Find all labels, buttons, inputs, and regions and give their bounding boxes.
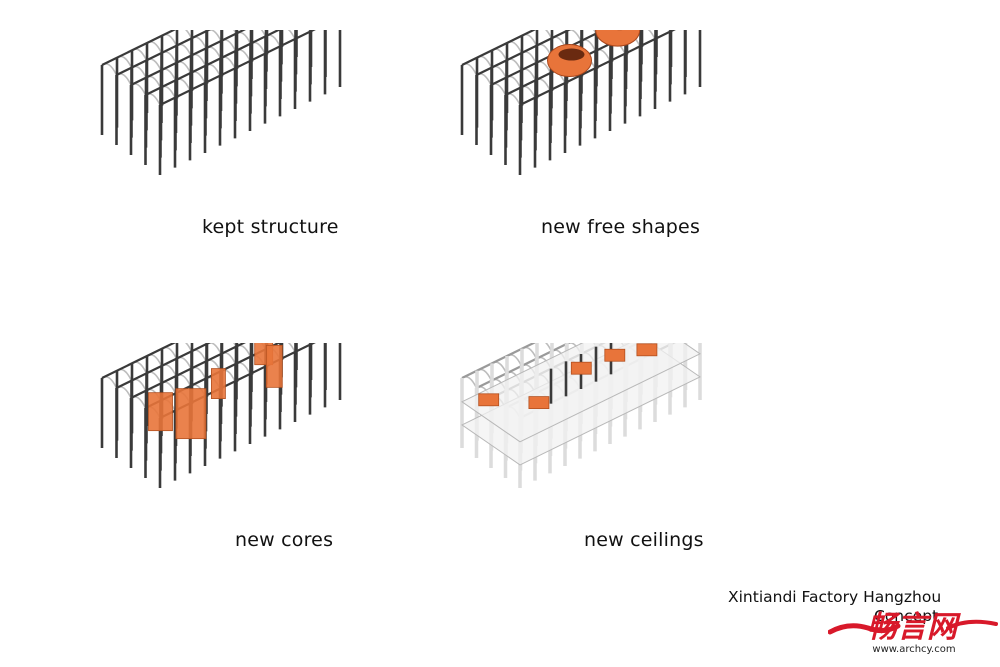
core-block	[266, 345, 282, 387]
roof-arch	[192, 350, 207, 361]
core-block	[176, 389, 206, 439]
roof-arch	[117, 387, 132, 398]
free-shape-opening	[559, 49, 585, 61]
roof-arch	[522, 34, 537, 45]
roof-arch	[192, 37, 207, 48]
roof-arch	[177, 343, 192, 351]
ceiling-pod	[479, 394, 499, 406]
roof-arch	[147, 59, 162, 70]
roof-arch	[147, 355, 162, 366]
roof-arch	[507, 355, 522, 366]
core-block	[149, 393, 173, 431]
roof-arch	[207, 30, 222, 41]
roof-arch	[132, 362, 147, 373]
structural-frame	[102, 30, 340, 175]
roof-arch	[462, 64, 477, 75]
ceiling-pod	[571, 362, 591, 374]
roof-arch	[117, 369, 132, 380]
roof-arch	[492, 49, 507, 60]
roof-arch	[102, 64, 117, 75]
roof-arch	[162, 34, 177, 45]
ceiling-pod	[529, 397, 549, 409]
ceiling-pod	[605, 349, 625, 361]
roof-arch	[507, 42, 522, 53]
roof-arch	[222, 30, 237, 34]
new-ceilings-drawing	[440, 343, 710, 538]
roof-arch	[132, 379, 147, 390]
roof-arch	[102, 377, 117, 388]
kept-structure-drawing	[80, 30, 350, 225]
roof-arch	[132, 66, 147, 77]
free-shape-pod	[596, 30, 640, 46]
roof-arch	[177, 44, 192, 55]
diagram-new-cores	[80, 343, 350, 538]
roof-arch	[522, 347, 537, 358]
roof-arch	[162, 347, 177, 358]
roof-arch	[162, 52, 177, 63]
diagram-new-free-shapes	[440, 30, 710, 225]
roof-arch	[117, 74, 132, 85]
structural-frame	[102, 343, 340, 488]
roof-arch	[162, 365, 177, 376]
roof-arch	[477, 56, 492, 67]
roof-arch	[147, 372, 162, 383]
watermark-brand: 畅言网	[828, 602, 996, 646]
roof-arch	[567, 30, 582, 41]
roof-arch	[462, 377, 477, 388]
roof-arch	[117, 56, 132, 67]
caption-new-cores: new cores	[235, 529, 333, 551]
roof-arch	[507, 59, 522, 70]
watermark-logo: 畅言网 www.archcy.com	[828, 602, 1000, 664]
caption-new-ceilings: new ceilings	[584, 529, 704, 551]
roof-arch	[177, 357, 192, 368]
roof-arch	[477, 74, 492, 85]
roof-arch	[492, 66, 507, 77]
roof-arch	[147, 42, 162, 53]
new-cores-drawing	[80, 343, 350, 538]
roof-arch	[582, 30, 597, 34]
roof-arch	[177, 30, 192, 38]
roof-arch	[132, 49, 147, 60]
roof-arch	[477, 369, 492, 380]
roof-arch	[222, 343, 237, 347]
watermark-url: www.archcy.com	[828, 644, 1000, 655]
core-block	[211, 369, 225, 399]
roof-arch	[537, 343, 552, 351]
caption-kept-structure: kept structure	[202, 216, 339, 238]
roof-arch	[537, 30, 552, 38]
roof-arch	[522, 52, 537, 63]
roof-arch	[207, 343, 222, 354]
roof-arch	[492, 362, 507, 373]
diagram-kept-structure	[80, 30, 350, 225]
diagram-new-ceilings	[440, 343, 710, 538]
ceiling-pod	[637, 344, 657, 356]
new-free-shapes-drawing	[440, 30, 710, 225]
caption-new-free-shapes: new free shapes	[541, 216, 700, 238]
